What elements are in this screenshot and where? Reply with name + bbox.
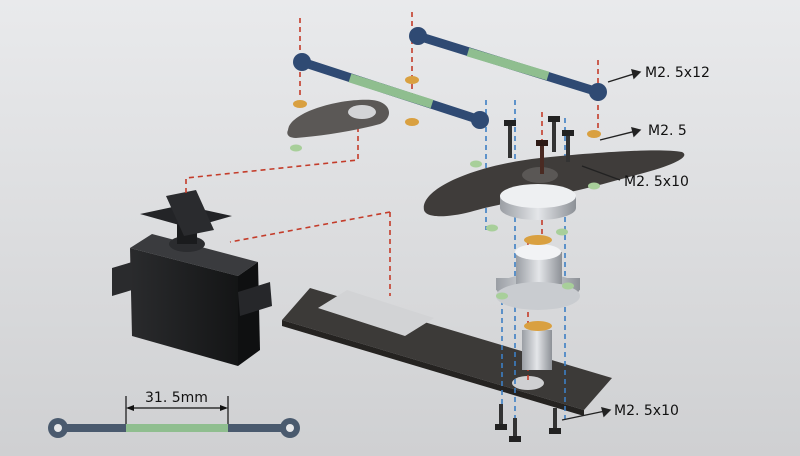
label-screw-bottom: M2. 5x10 <box>614 403 679 419</box>
plate-slot <box>318 290 434 336</box>
large-servo-arm <box>423 150 685 217</box>
washers <box>290 76 601 300</box>
label-nut: M2. 5 <box>648 123 687 139</box>
base-plate <box>282 288 612 416</box>
hub-assembly <box>496 184 580 370</box>
servo-mount-tab-right <box>238 282 272 316</box>
label-screw-mid: M2. 5x10 <box>624 174 689 190</box>
callout-arrows <box>561 69 642 421</box>
label-screw-top: M2. 5x12 <box>645 65 710 81</box>
servo-mount-tab-left <box>112 262 132 296</box>
linkage-rods <box>293 27 607 129</box>
small-servo-arm <box>287 99 390 138</box>
dimension-rod: 31. 5mm <box>48 390 300 438</box>
screws <box>495 116 574 442</box>
dimension-label: 31. 5mm <box>145 390 208 406</box>
plate-hole <box>512 376 544 390</box>
servo <box>112 190 272 366</box>
